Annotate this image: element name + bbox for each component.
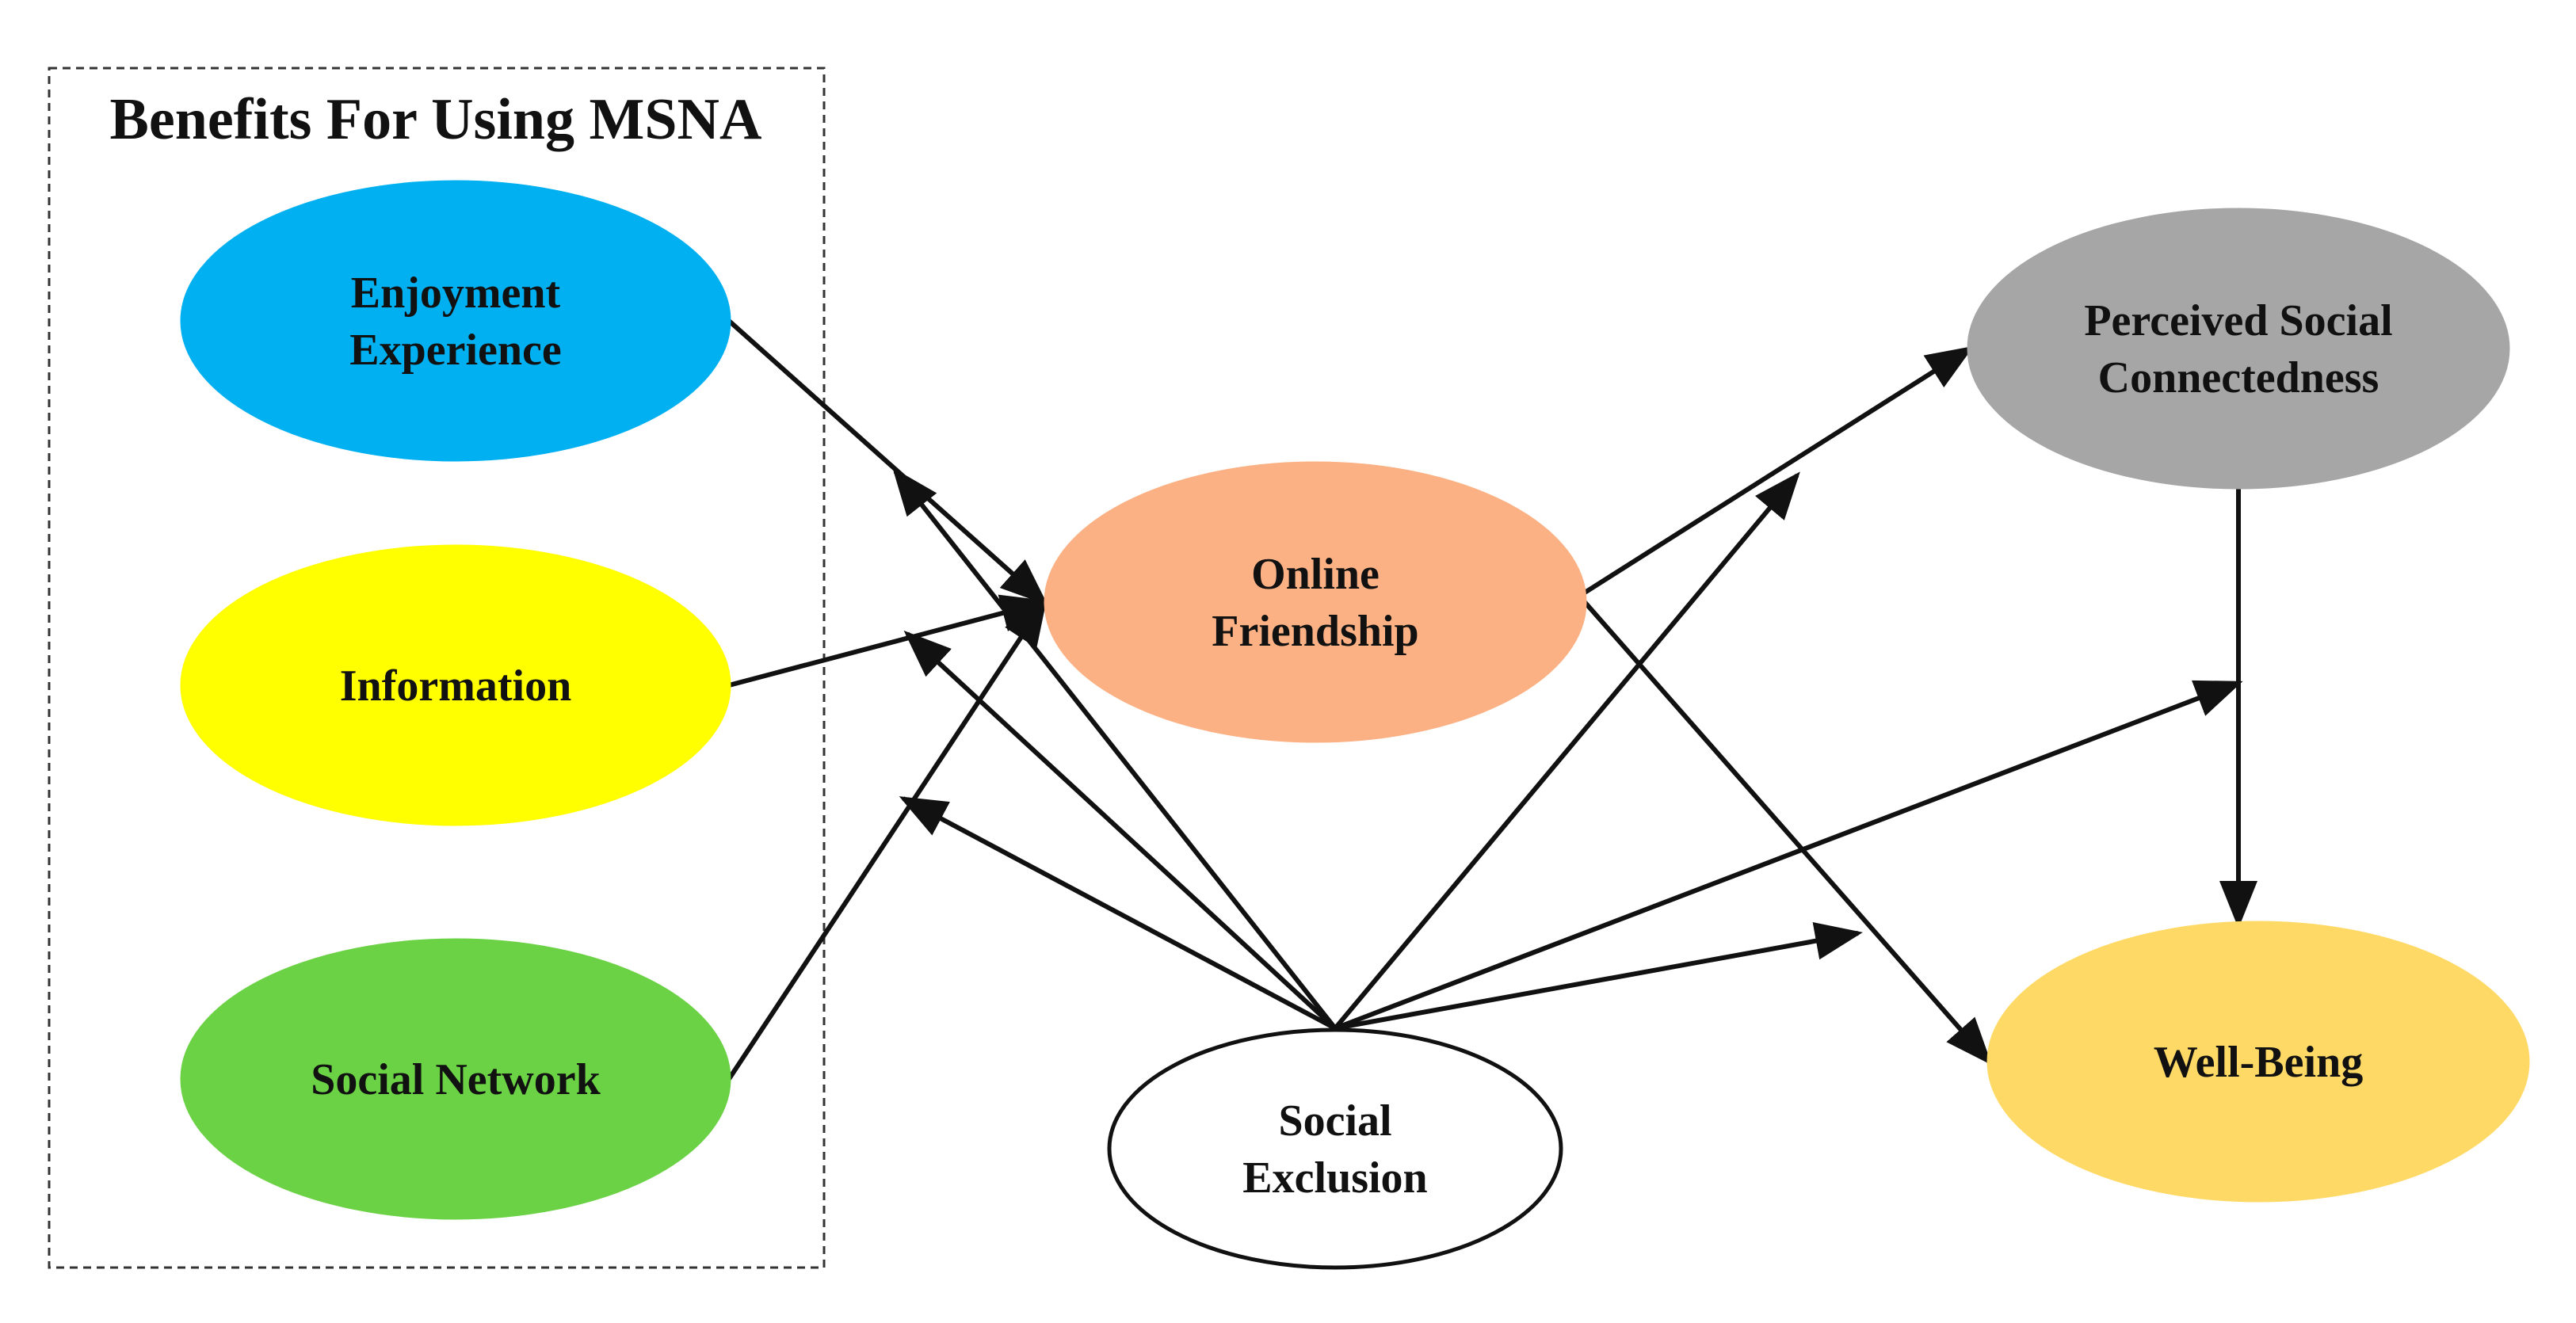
arrow-exclusion-moderates-information-path [903, 630, 1338, 1031]
node-well-being: Well-Being [1986, 921, 2530, 1203]
arrow-enjoyment-to-friendship [727, 318, 1048, 605]
online-friendship-ellipse [1044, 461, 1587, 743]
arrow-exclusion-moderates-connectedness-path [1333, 471, 1800, 1030]
social-exclusion-label-line: Exclusion [1242, 1153, 1427, 1203]
arrow-exclusion-moderates-wellbeing-path [1334, 922, 1863, 1031]
perceived-social-connectedness-label-line: Perceived Social [2084, 296, 2392, 345]
enjoyment-label-line: Enjoyment [351, 269, 561, 318]
well-being-ellipse [1986, 921, 2530, 1203]
arrow-friendship-to-wellbeing [1582, 600, 1992, 1066]
information-label-line: Information [340, 662, 571, 711]
edges-layer [727, 318, 2257, 1081]
online-friendship-label-line: Online [1251, 550, 1380, 599]
benefits-group-box [48, 67, 826, 1269]
arrow-friendship-to-connectedness [1583, 345, 1975, 595]
arrow-social-network-to-friendship [727, 597, 1048, 1081]
benefits-group-title: Benefits For Using MSNA [110, 87, 762, 152]
information-ellipse [180, 544, 731, 826]
well-being-label-line: Well-Being [2154, 1038, 2363, 1087]
arrow-exclusion-moderates-enjoyment-path [892, 467, 1338, 1030]
arrow-information-to-friendship [728, 594, 1049, 688]
social-exclusion-label-line: Social [1278, 1096, 1391, 1146]
node-social-network: Social Network [180, 938, 731, 1220]
arrow-exclusion-moderates-connectedness-wellbeing-path [1334, 680, 2243, 1031]
social-exclusion-ellipse [1107, 1028, 1563, 1270]
enjoyment-ellipse [180, 180, 731, 462]
online-friendship-label-line: Friendship [1212, 607, 1418, 656]
enjoyment-label-line: Experience [349, 326, 561, 375]
arrow-exclusion-moderates-social-network-path [899, 796, 1337, 1031]
perceived-social-connectedness-label-line: Connectedness [2098, 353, 2379, 402]
social-network-label-line: Social Network [311, 1055, 601, 1104]
social-network-ellipse [180, 938, 731, 1220]
perceived-social-connectedness-ellipse [1967, 208, 2510, 490]
node-information: Information [180, 544, 731, 826]
